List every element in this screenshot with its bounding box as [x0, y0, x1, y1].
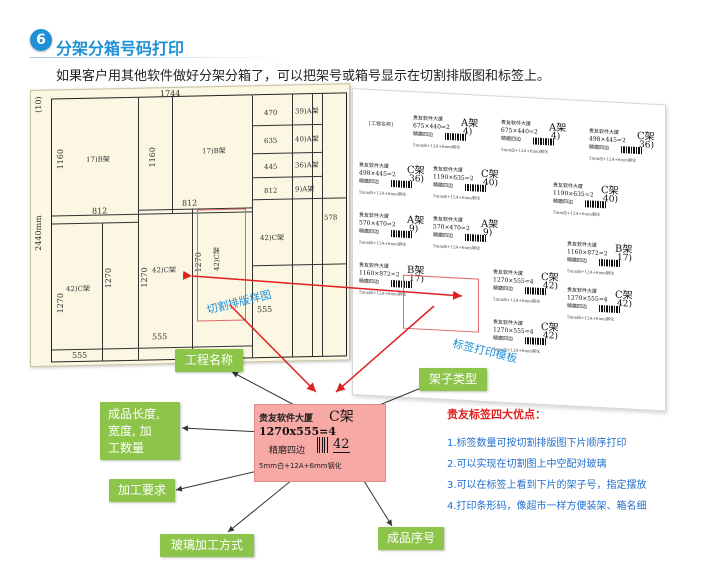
callout-process-requirement: 加工要求 — [109, 479, 175, 502]
sample-label-edge: 精磨四边 — [269, 446, 306, 456]
advantage-item-2: 2.可以实现在切割图上中空配对玻璃 — [447, 459, 607, 470]
sample-label-process: 5mm白+12A+6mm钢化 — [259, 462, 342, 470]
callout-project-name: 工程名称 — [175, 349, 243, 372]
sample-label-size: 1270x555=4 — [259, 425, 337, 438]
callout-dimensions-line2: 宽度, 加 — [108, 424, 152, 438]
barcode-icon — [317, 437, 329, 453]
callout-dimensions: 成品长度, 宽度, 加 工数量 — [100, 402, 180, 460]
sample-label-rack: C架 — [329, 409, 354, 425]
sample-label-seq: 42 — [333, 437, 350, 453]
advantage-item-1: 1.标签数量可按切割排版图下片顺序打印 — [447, 438, 627, 449]
advantage-item-4: 4.打印条形码，像超市一样方便装架、箱名细 — [447, 501, 647, 512]
sample-label-company: 贵友软件大厦 — [259, 414, 314, 424]
callout-dimensions-line1: 成品长度, — [108, 407, 160, 421]
advantages-title: 贵友标签四大优点： — [447, 408, 546, 421]
sample-label: 贵友软件大厦 C架 1270x555=4 精磨四边 42 5mm白+12A+6m… — [254, 404, 386, 482]
intro-text: 如果客户用其他软件做好分架分箱了，可以把架号或箱号显示在切割排版图和标签上。 — [56, 69, 551, 84]
callout-product-seq: 成品序号 — [378, 527, 444, 550]
advantage-item-3: 3.可以在标签上看到下片的架子号，指定摆放 — [447, 480, 647, 491]
title-underline — [30, 57, 290, 58]
step-number-badge: 6 — [30, 29, 52, 51]
callout-dimensions-line3: 工数量 — [108, 441, 145, 455]
callout-rack-type: 架子类型 — [419, 368, 487, 391]
callout-glass-method: 玻璃加工方式 — [160, 534, 254, 557]
section-title: 分架分箱号码打印 — [56, 39, 185, 58]
